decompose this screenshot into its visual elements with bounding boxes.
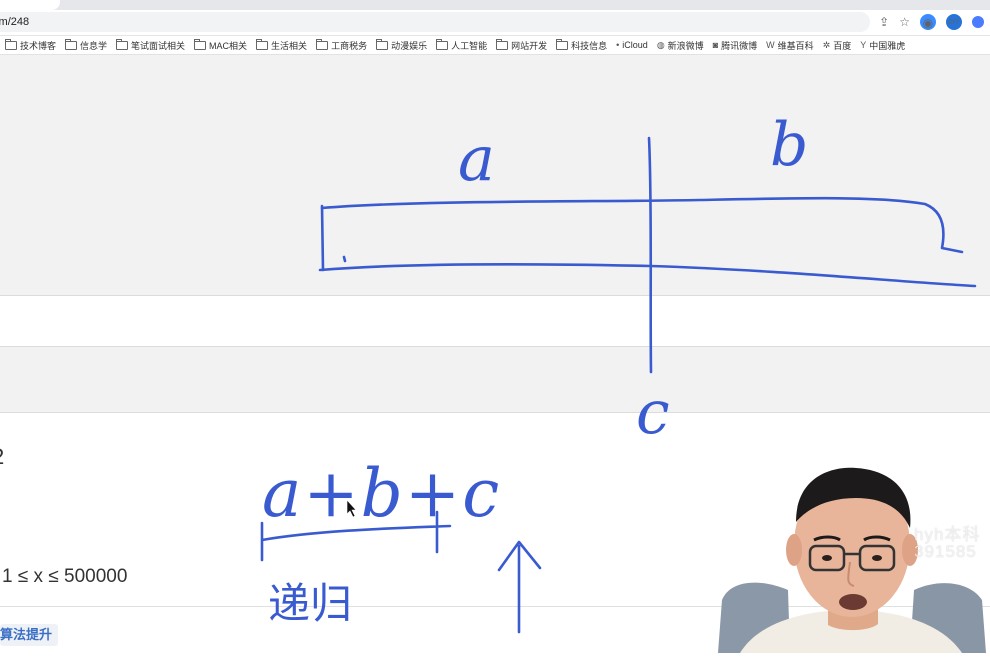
weibo-icon: ◍ [656,39,665,50]
bookmark-item[interactable]: 人工智能 [436,38,488,52]
bookmark-label: MAC相关 [209,40,248,51]
bookmark-label: 笔试面试相关 [131,40,186,51]
bookmark-label: 信息学 [80,40,108,51]
bookmark-label: 技术博客 [20,40,57,51]
strip-dot [342,255,347,263]
mouse-cursor-icon [346,499,357,518]
bookmark-item[interactable]: ✲百度 [823,39,852,52]
bookmark-item[interactable]: 信息学 [65,38,108,52]
url-text: lem/248 [0,16,30,28]
problem-panel-middle [0,346,990,413]
bookmark-item[interactable]: 科技信息 [556,38,608,52]
bookmark-label: 人工智能 [451,40,488,51]
label-b: b [770,110,808,180]
problem-panel-top [0,55,990,296]
bookmark-label: 新浪微博 [667,40,704,51]
label-c: c [636,378,670,448]
tencent-icon: ◙ [712,40,719,50]
folder-icon [116,38,129,50]
bookmark-item[interactable]: 笔试面试相关 [116,38,186,52]
bookmark-label: 工商税务 [331,40,368,51]
bookmark-item[interactable]: ◙腾讯微博 [713,39,757,52]
strip-left-edge [320,204,325,272]
bookmark-item[interactable]: 技术博客 [5,38,57,52]
note-recursion: 递归 [268,579,352,628]
divider [0,606,990,607]
watermark-id: 391585 [914,542,977,561]
folder-icon [65,38,78,50]
folder-icon [5,38,17,50]
label-a: a [458,122,495,195]
bookmark-label: 科技信息 [571,40,608,51]
tab-strip [0,0,990,10]
bookmark-item[interactable]: 动漫娱乐 [376,38,428,52]
bookmark-item[interactable]: •iCloud [616,40,648,50]
watermark-name: hyh本科 [914,525,981,544]
bookmark-label: 百度 [833,40,852,51]
bookmark-label: 中国雅虎 [869,40,906,51]
bookmark-label: 网站开发 [511,40,548,51]
bookmark-label: 生活相关 [271,40,308,51]
bookmark-item[interactable]: 工商税务 [316,38,368,52]
extension-icon[interactable]: ◉ [920,14,936,30]
folder-icon [376,38,389,50]
tag-algorithm[interactable]: 算法提升 [0,624,59,646]
bookmark-label: 动漫娱乐 [391,40,428,51]
folder-icon [316,38,329,50]
yahoo-icon: Y [860,40,867,50]
constraint-text: 1 ≤ x ≤ 500000 [2,566,128,587]
folder-icon [436,38,449,50]
strip-bottom-edge [318,262,977,288]
share-icon[interactable]: ⇪ [879,15,890,29]
folder-icon [496,38,509,50]
toolbar-icons: ⇪ ☆ ◉ OFF [879,13,984,31]
bookmark-item[interactable]: ◍新浪微博 [657,39,704,52]
bookmark-label: 维基百科 [777,40,814,51]
address-bar: lem/248 ⇪ ☆ ◉ OFF [0,10,990,36]
cut-line [647,136,653,374]
star-icon[interactable]: ☆ [899,15,910,29]
strip-top-edge [320,196,964,254]
formula: a+b+c [262,455,501,532]
underline-bracket [260,510,452,562]
bookmark-item[interactable]: MAC相关 [194,38,248,52]
wiki-icon: W [766,40,775,50]
bookmark-label: 腾讯微博 [721,40,758,51]
baidu-icon: ✲ [822,39,831,50]
extension-off-icon[interactable]: OFF [946,14,962,30]
profile-icon[interactable] [972,16,984,28]
folder-icon [256,38,269,50]
url-field[interactable]: lem/248 [0,12,870,32]
bookmark-item[interactable]: 网站开发 [496,38,548,52]
bookmark-label: iCloud [622,40,648,50]
bookmark-item[interactable]: 生活相关 [256,38,308,52]
folder-icon [556,38,569,50]
apple-icon: • [616,40,620,50]
presenter-video [718,467,986,653]
active-tab[interactable] [0,0,60,10]
webcam-overlay: hyh本科 391585 [700,450,990,653]
folder-icon [194,38,207,50]
truncated-text: 2 [0,444,4,470]
bookmarks-bar: 技术博客 信息学 笔试面试相关 MAC相关 生活相关 工商税务 动漫娱乐 人工智能 网站开发 科技… [0,36,990,55]
up-arrow [497,540,542,634]
